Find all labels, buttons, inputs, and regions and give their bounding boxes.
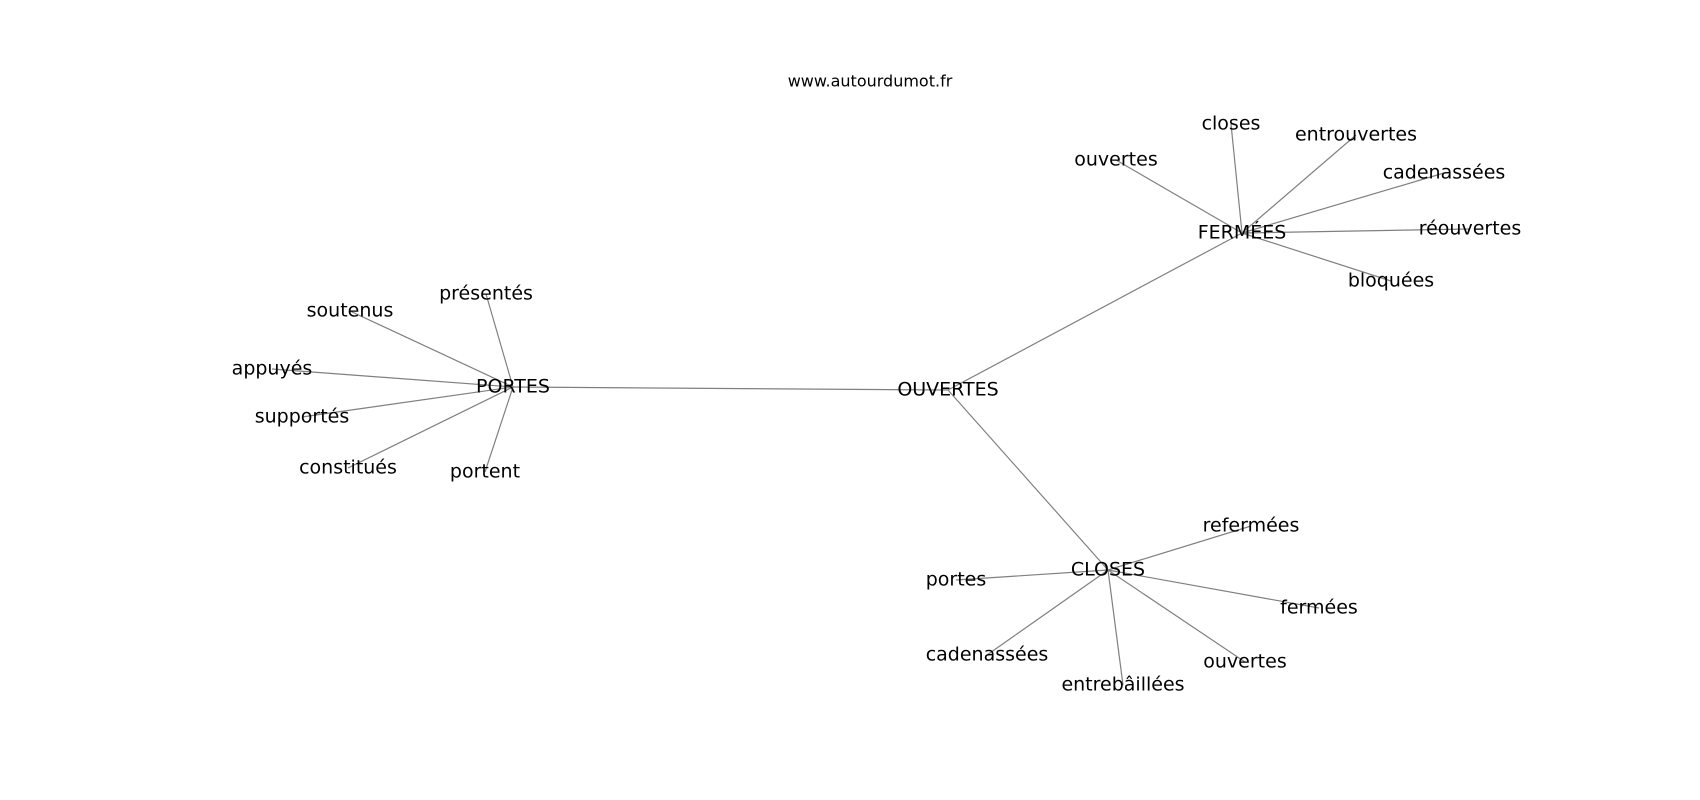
- edge-ouvertes_root-closes_hub: [947, 389, 1109, 571]
- leaf-node-portes_c[interactable]: portes: [926, 569, 987, 591]
- edge-fermees_hub-closes_f: [1230, 123, 1243, 234]
- leaf-node-closes_f[interactable]: closes: [1202, 113, 1261, 135]
- edge-fermees_hub-reouvertes: [1241, 228, 1471, 234]
- leaf-node-fermees_c[interactable]: fermées: [1280, 597, 1358, 619]
- leaf-node-ouvertes_f[interactable]: ouvertes: [1074, 149, 1157, 171]
- leaf-node-refermees[interactable]: refermées: [1203, 515, 1300, 537]
- edge-ouvertes_root-portes_hub: [512, 386, 949, 391]
- hub-node-portes_hub[interactable]: PORTES: [476, 376, 550, 398]
- leaf-node-entrebaillees[interactable]: entrebâillées: [1061, 674, 1184, 696]
- edge-portes_hub-constitues: [347, 386, 514, 469]
- hub-node-fermees_hub[interactable]: FERMÉES: [1198, 221, 1287, 244]
- edge-fermees_hub-cadenassees_f: [1241, 172, 1445, 234]
- source-watermark: www.autourdumot.fr: [788, 72, 953, 91]
- leaf-node-cadenassees_f[interactable]: cadenassées: [1383, 162, 1506, 184]
- hub-node-ouvertes_root[interactable]: OUVERTES: [897, 379, 998, 401]
- leaf-node-supportes[interactable]: supportés: [255, 406, 350, 428]
- edge-ouvertes_root-fermees_hub: [947, 232, 1243, 391]
- edge-portes_hub-soutenus: [349, 310, 514, 388]
- edge-fermees_hub-ouvertes_f: [1115, 159, 1243, 234]
- edge-portes_hub-presentes: [485, 293, 514, 388]
- leaf-node-bloquees[interactable]: bloquées: [1348, 270, 1434, 292]
- nodes-layer: OUVERTES PORTES FERMÉES CLOSES soutenus prése…: [232, 113, 1522, 696]
- edge-closes_hub-cadenassees_c: [986, 569, 1109, 656]
- edge-portes_hub-portent: [484, 386, 514, 473]
- leaf-node-soutenus[interactable]: soutenus: [307, 300, 394, 322]
- edge-fermees_hub-bloquees: [1241, 232, 1392, 282]
- edge-closes_hub-ouvertes_c: [1107, 569, 1246, 663]
- leaf-node-constitues[interactable]: constitués: [299, 457, 397, 479]
- edge-closes_hub-fermees_c: [1107, 569, 1320, 609]
- edge-closes_hub-portes_c: [955, 569, 1109, 581]
- edge-portes_hub-appuyes: [271, 368, 514, 388]
- leaf-node-portent[interactable]: portent: [450, 461, 520, 483]
- edge-closes_hub-refermees: [1107, 525, 1252, 571]
- edge-portes_hub-supportes: [301, 386, 514, 418]
- leaf-node-presentes[interactable]: présentés: [439, 283, 533, 305]
- hub-node-closes_hub[interactable]: CLOSES: [1071, 559, 1145, 581]
- leaf-node-entrouvertes[interactable]: entrouvertes: [1295, 124, 1417, 146]
- leaf-node-cadenassees_c[interactable]: cadenassées: [926, 644, 1049, 666]
- leaf-node-reouvertes[interactable]: réouvertes: [1419, 218, 1522, 240]
- leaf-node-ouvertes_c[interactable]: ouvertes: [1203, 651, 1286, 673]
- edge-fermees_hub-entrouvertes: [1241, 134, 1357, 234]
- edges-layer: [271, 123, 1471, 686]
- edge-closes_hub-entrebaillees: [1107, 569, 1124, 686]
- leaf-node-appuyes[interactable]: appuyés: [232, 358, 313, 380]
